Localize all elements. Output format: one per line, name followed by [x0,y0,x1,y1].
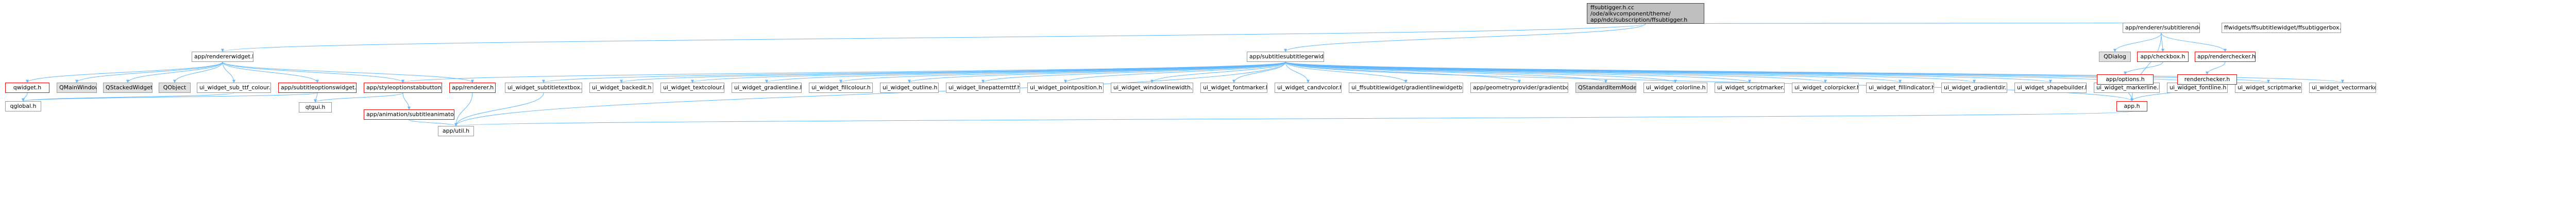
node-c16[interactable]: ui_widget_scriptmarker.h [1715,83,1785,93]
dependency-edge [1285,61,2199,83]
node-c4[interactable]: ui_widget_gradientline.h [732,83,802,93]
node-qmainwindow[interactable]: QMainWindow [57,83,97,93]
dependency-edge [2124,61,2163,75]
dependency-edge [2161,33,2227,52]
node-rendererrenderer[interactable]: app/renderer/subtitlerenderer.h [2123,23,2200,33]
dependency-edge [222,61,319,83]
node-c11[interactable]: ui_widget_candvcolor.h [1275,83,1342,93]
dependency-edge [454,61,1286,126]
dependency-edge [126,61,223,83]
dependency-edge [1285,61,1751,83]
node-c5[interactable]: ui_widget_fillcolour.h [809,83,873,93]
node-renderchecker[interactable]: renderchecker.h [2177,74,2237,85]
node-uiwidget[interactable]: ui_widget_sub_ttf_colour.h [197,83,271,93]
node-c22[interactable]: ui_widget_fontline.h [2167,83,2228,93]
dependency-edge [1284,23,1646,52]
node-qobject[interactable]: QObject [159,83,191,93]
node-appoptions[interactable]: app/options.h [2097,74,2154,85]
node-apprenderchecker[interactable]: app/renderchecker.h [2195,52,2256,62]
dependency-edge [839,61,1286,83]
dependency-edge [1285,61,1677,83]
node-c7[interactable]: ui_widget_linepatternttf.h [946,83,1020,93]
dependency-edge [222,61,474,83]
node-ffsubtiggerwidget[interactable]: app/subtitlesubtitlegerwidget.h [1247,52,1324,62]
node-c24[interactable]: ui_widget_vectormarker.h [2309,83,2376,93]
node-c15[interactable]: ui_widget_colorline.h [1643,83,1707,93]
root-line-2: /ode/alkvcomponent/theme/ [1590,10,1671,17]
node-qwidgetbridge[interactable]: QStackedWidget [103,83,152,93]
dependency-edge [1064,61,1286,83]
dependency-edge [1285,61,1827,83]
dependency-edge [26,61,223,83]
node-c17[interactable]: ui_widget_colorpicker.h [1792,83,1859,93]
dependency-edge [454,92,544,126]
node-apph[interactable]: app.h [2116,101,2147,112]
node-qdialog[interactable]: QDialog [2099,52,2131,62]
node-c6[interactable]: ui_widget_outline.h [880,83,939,93]
dependency-edge [981,61,1286,83]
dependency-edge [314,92,403,103]
dependency-edge [2206,61,2226,75]
node-c10[interactable]: ui_widget_fontmarker.h [1200,83,1267,93]
dependency-edge [1285,61,2133,102]
node-c1[interactable]: ui_widget_subtitletextbox.h [505,83,582,93]
root-line-3: app/ndc/subscription/ffsubtigger.h [1590,17,1688,23]
dependency-edge [75,61,223,83]
dependency-edge [401,61,1286,83]
node-qtgui[interactable]: qtgui.h [299,102,332,113]
node-c14[interactable]: QStandardItemModel [1575,83,1636,93]
node-appanimation[interactable]: app/animation/subtitleanimator.h [364,109,454,120]
dependency-edge [2113,33,2162,52]
dependency-edge [402,92,411,110]
dependency-edge [455,111,2132,126]
node-appsubtitle2[interactable]: app/styleoptionstabbutton.h [364,83,442,93]
node-c2[interactable]: ui_widget_backedit.h [589,83,653,93]
node-c3[interactable]: ui_widget_textcolour.h [660,83,724,93]
dependency-edge [409,119,457,126]
dependency-edge [765,61,1286,83]
dependency-edge [22,92,318,102]
node-qglobal[interactable]: qglobal.h [5,101,41,112]
node-rendererwidget[interactable]: app/rendererwidget.h [192,52,253,62]
node-c19[interactable]: ui_widget_gradientdir.h [1941,83,2007,93]
node-c13[interactable]: app/geometryprovider/gradientbox.h [1470,83,1568,93]
node-apputils[interactable]: app/util.h [438,126,474,136]
node-apprenderer[interactable]: app/renderer.h [449,83,496,93]
dependency-edge [908,61,1286,83]
node-c9[interactable]: ui_widget_windowlinewidth.h [1111,83,1193,93]
node-appsubtitle[interactable]: app/subtitleoptionswidget.h [278,83,357,93]
dependency-edge [1285,61,2344,83]
node-qwidget[interactable]: qwidget.h [5,83,49,93]
dependency-edge [1285,61,1310,83]
dependency-edge [1645,22,2162,26]
dependency-edge [314,92,318,103]
dependency-edge [691,61,1286,83]
dependency-edge [22,92,28,102]
dependency-edge [222,61,404,83]
node-c8[interactable]: ui_widget_pointposition.h [1027,83,1104,93]
dependency-edge [1285,61,2128,83]
dependency-edge [2161,33,2164,52]
node-c20[interactable]: ui_widget_shapebuilder.h [2014,83,2087,93]
dependency-edge [173,61,223,83]
node-appcheckbox[interactable]: app/checkbox.h [2137,52,2189,62]
dependency-edge [1150,61,1286,83]
dependency-edge [222,61,235,83]
node-c12[interactable]: ui_ffsubtitlewidget/gradientlinewidgetbo… [1349,83,1463,93]
node-c23[interactable]: ui_widget_scriptmarker.h [2235,83,2302,93]
dependency-edge [221,23,1646,52]
root-line-1: ffsubtigger.h.cc [1590,4,1634,11]
root-node[interactable]: ffsubtigger.h.cc /ode/alkvcomponent/them… [1587,3,1704,24]
dependency-edge [22,92,234,102]
node-ffwidgets[interactable]: ffwidgets/ffsubtitlewidget/ffsubtiggerbo… [2222,23,2341,33]
node-c18[interactable]: ui_widget_fillindicator.h [1866,83,1934,93]
dependency-edge [620,61,1286,83]
dependency-edge [1232,61,1286,83]
dependency-edge [1285,61,1408,83]
dependency-edge [454,92,473,126]
